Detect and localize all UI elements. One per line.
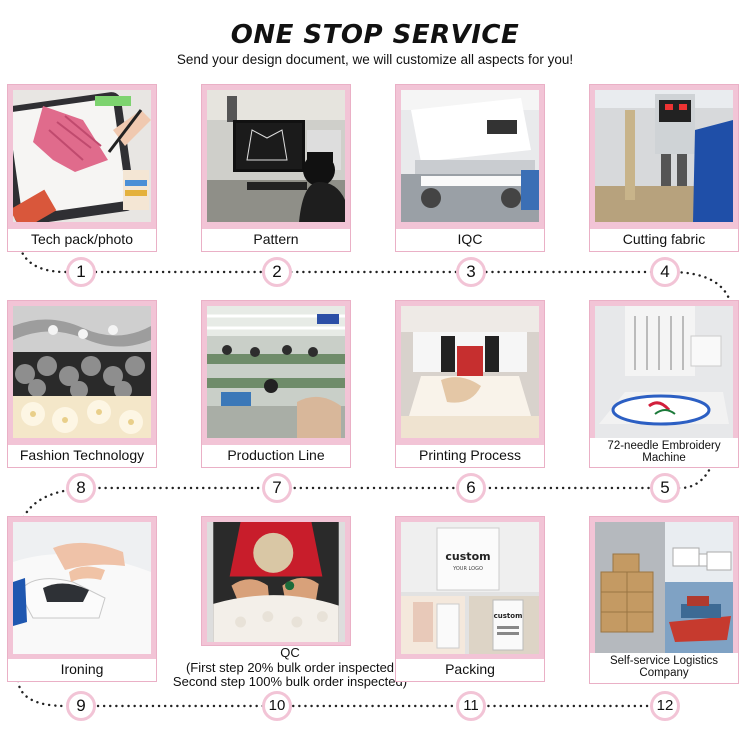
step-card-pattern: Pattern: [201, 84, 351, 252]
step-number-7: 7: [262, 473, 292, 503]
tag-logo-text: YOUR LOGO: [452, 566, 483, 572]
tag-custom-text: custom: [445, 550, 490, 563]
step-label: 72-needle Embroidery Machine: [590, 437, 738, 467]
step-number-2: 2: [262, 257, 292, 287]
step-label: Packing: [396, 659, 544, 681]
step-label: Fashion Technology: [8, 445, 156, 467]
qc-note-first: (First step 20% bulk order inspected: [185, 659, 395, 675]
step-number-10: 10: [262, 691, 292, 721]
qc-photo: [207, 522, 345, 642]
step-number-6: 6: [456, 473, 486, 503]
step-card-ironing: Ironing: [7, 516, 157, 682]
printing-process-photo: [401, 306, 539, 438]
cutting-photo: [595, 90, 733, 222]
step-number-5: 5: [650, 473, 680, 503]
pattern-photo: [207, 90, 345, 222]
step-card-qc: [201, 516, 351, 646]
step-number-9: 9: [66, 691, 96, 721]
step-card-iqc: IQC: [395, 84, 545, 252]
fashion-technology-photo: [13, 306, 151, 438]
step-label: Cutting fabric: [590, 229, 738, 251]
step-card-production-line: Production Line: [201, 300, 351, 468]
embroidery-photo: [595, 306, 733, 438]
step-card-packing: custom YOUR LOGO custom Packing: [395, 516, 545, 682]
step-label: Tech pack/photo: [8, 229, 156, 251]
step-card-embroidery: 72-needle Embroidery Machine: [589, 300, 739, 468]
step-card-cutting: Cutting fabric: [589, 84, 739, 252]
iqc-photo: [401, 90, 539, 222]
step-label: Printing Process: [396, 445, 544, 467]
step-number-3: 3: [456, 257, 486, 287]
page-title: ONE STOP SERVICE: [230, 20, 520, 50]
step-card-logistics: Self-service Logistics Company: [589, 516, 739, 684]
logistics-photo: [595, 522, 733, 654]
step-number-8: 8: [66, 473, 96, 503]
step-card-tech-pack: Tech pack/photo: [7, 84, 157, 252]
step-label: Production Line: [202, 445, 350, 467]
qc-description: QC (First step 20% bulk order inspected …: [150, 645, 430, 690]
page-subtitle: Send your design document, we will custo…: [176, 52, 574, 67]
production-line-photo: [207, 306, 345, 438]
step-number-4: 4: [650, 257, 680, 287]
packing-photo: custom YOUR LOGO custom: [401, 522, 539, 654]
step-card-printing-process: Printing Process: [395, 300, 545, 468]
step-number-1: 1: [66, 257, 96, 287]
ironing-photo: [13, 522, 151, 654]
step-label: IQC: [396, 229, 544, 251]
qc-label: QC: [280, 645, 300, 660]
hang-tag-custom-text: custom: [494, 612, 523, 620]
step-card-fashion-technology: Fashion Technology: [7, 300, 157, 468]
tech-pack-photo: [13, 90, 151, 222]
qc-note-second: Second step 100% bulk order inspected): [172, 674, 408, 690]
step-label: Pattern: [202, 229, 350, 251]
step-label: Self-service Logistics Company: [590, 652, 738, 683]
step-number-11: 11: [456, 691, 486, 721]
step-number-12: 12: [650, 691, 680, 721]
step-label: Ironing: [8, 659, 156, 681]
